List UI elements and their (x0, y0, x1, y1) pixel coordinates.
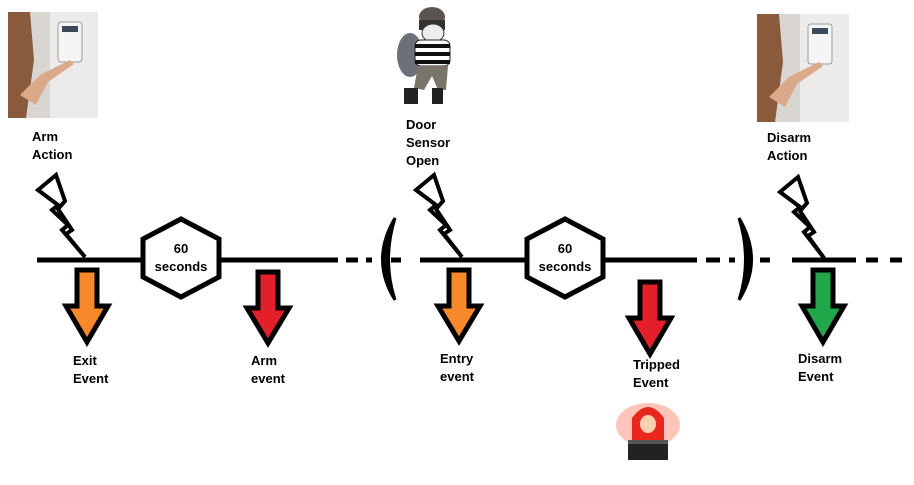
label-line: Disarm (798, 351, 842, 366)
entry-event-arrow (433, 267, 485, 346)
timer-hexagon-2: 60 seconds (524, 216, 606, 300)
disarm-action-label: Disarm Action (767, 130, 811, 163)
exit-event-arrow (61, 267, 113, 347)
label-line: Action (32, 147, 73, 162)
timer-unit: seconds (539, 259, 592, 274)
timer-unit: seconds (155, 259, 208, 274)
entry-event-label: Entry event (440, 351, 475, 384)
arm-event-arrow (242, 269, 294, 348)
label-line: Event (798, 369, 834, 384)
label-line: event (251, 371, 286, 386)
door-sensor-open-label: Door Sensor Open (406, 117, 450, 168)
open-paren-break (381, 217, 397, 301)
disarm-event-label: Disarm Event (798, 351, 842, 384)
label-line: Door (406, 117, 436, 132)
label-line: Disarm (767, 130, 811, 145)
label-line: Tripped (633, 357, 680, 372)
tripped-event-label: Tripped Event (633, 357, 680, 390)
label-line: Entry (440, 351, 474, 366)
label-line: Action (767, 148, 808, 163)
label-line: event (440, 369, 475, 384)
close-paren-break (737, 217, 753, 301)
disarm-keypad-photo (757, 14, 849, 122)
exit-event-label: Exit Event (73, 353, 109, 386)
label-line: Event (633, 375, 669, 390)
arm-action-label: Arm Action (32, 129, 73, 162)
label-line: Arm (251, 353, 277, 368)
timer-hexagon-1: 60 seconds (140, 216, 222, 300)
arm-keypad-photo (8, 12, 98, 118)
lightning-bolt-icon (34, 171, 87, 259)
disarm-event-arrow (797, 267, 849, 347)
tripped-event-arrow (624, 279, 676, 359)
lightning-bolt-icon (776, 173, 826, 260)
label-line: Event (73, 371, 109, 386)
burglar-icon (397, 7, 451, 104)
arm-event-label: Arm event (251, 353, 286, 386)
label-line: Arm (32, 129, 58, 144)
siren-icon (616, 403, 680, 460)
timer-value: 60 (174, 241, 188, 256)
label-line: Exit (73, 353, 98, 368)
label-line: Open (406, 153, 439, 168)
timer-value: 60 (558, 241, 572, 256)
label-line: Sensor (406, 135, 450, 150)
lightning-bolt-icon (412, 171, 464, 259)
